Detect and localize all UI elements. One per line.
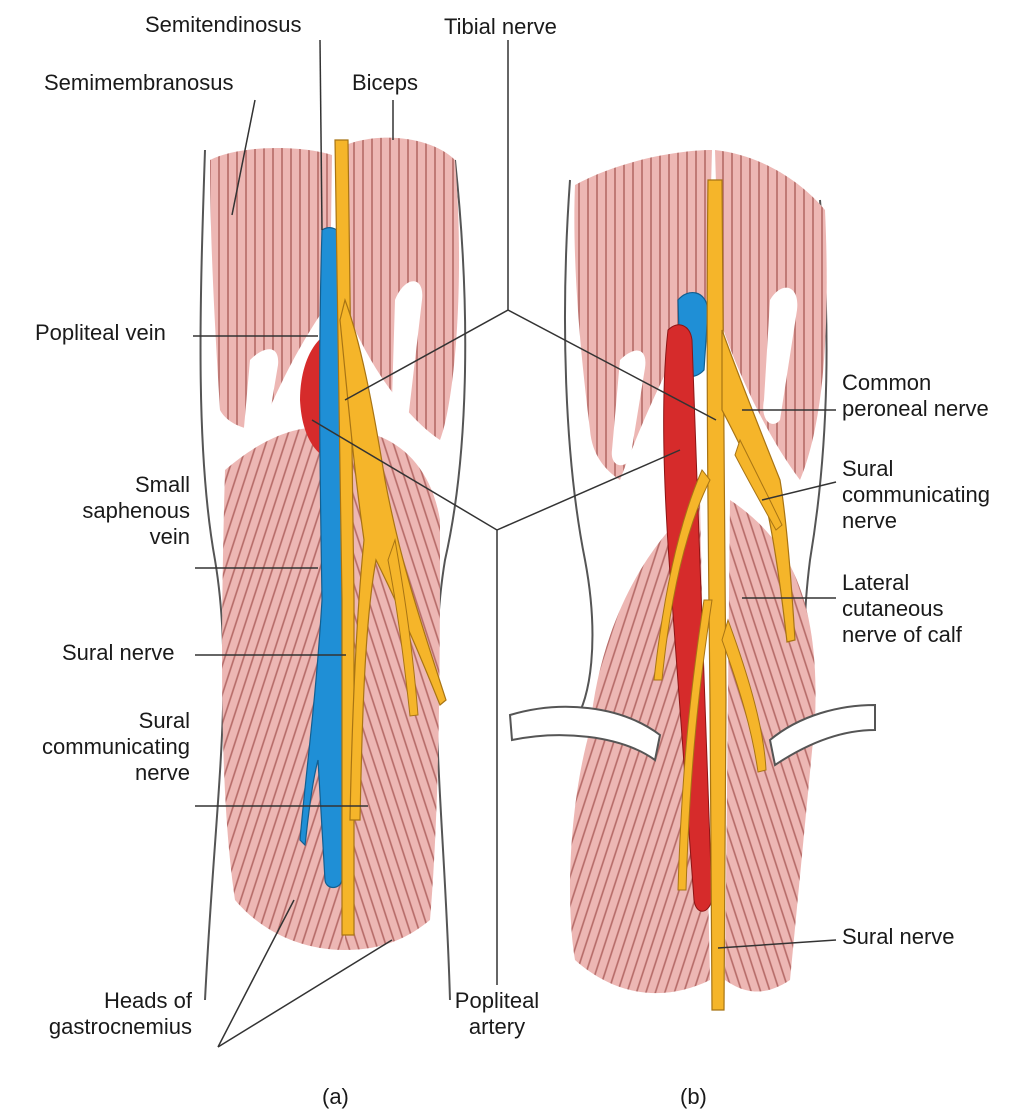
label-popliteal-artery: Popliteal artery <box>432 988 562 1040</box>
label-biceps: Biceps <box>352 70 418 96</box>
label-lateral-cutaneous-nerve-of-calf: Lateral cutaneous nerve of calf <box>842 570 962 648</box>
label-sural-communicating-nerve-b: Sural communicating nerve <box>842 456 990 534</box>
leader-gastrocnemius-2 <box>218 940 392 1047</box>
label-tibial-nerve: Tibial nerve <box>444 14 557 40</box>
label-popliteal-vein: Popliteal vein <box>35 320 166 346</box>
label-sural-nerve-a: Sural nerve <box>62 640 175 666</box>
label-semimembranosus: Semimembranosus <box>44 70 234 96</box>
label-heads-of-gastrocnemius: Heads of gastrocnemius <box>20 988 192 1040</box>
label-common-peroneal-nerve: Common peroneal nerve <box>842 370 989 422</box>
label-sural-nerve-b: Sural nerve <box>842 924 955 950</box>
label-sural-communicating-nerve-a: Sural communicating nerve <box>20 708 190 786</box>
panel-b-illustration <box>510 150 875 1010</box>
leader-gastrocnemius-1 <box>218 900 294 1047</box>
leader-popliteal-artery-b <box>497 450 680 530</box>
panel-label-a: (a) <box>322 1084 349 1110</box>
label-semitendinosus: Semitendinosus <box>145 12 302 38</box>
panel-label-b: (b) <box>680 1084 707 1110</box>
label-small-saphenous-vein: Small saphenous vein <box>50 472 190 550</box>
panel-a-illustration <box>201 138 466 1000</box>
